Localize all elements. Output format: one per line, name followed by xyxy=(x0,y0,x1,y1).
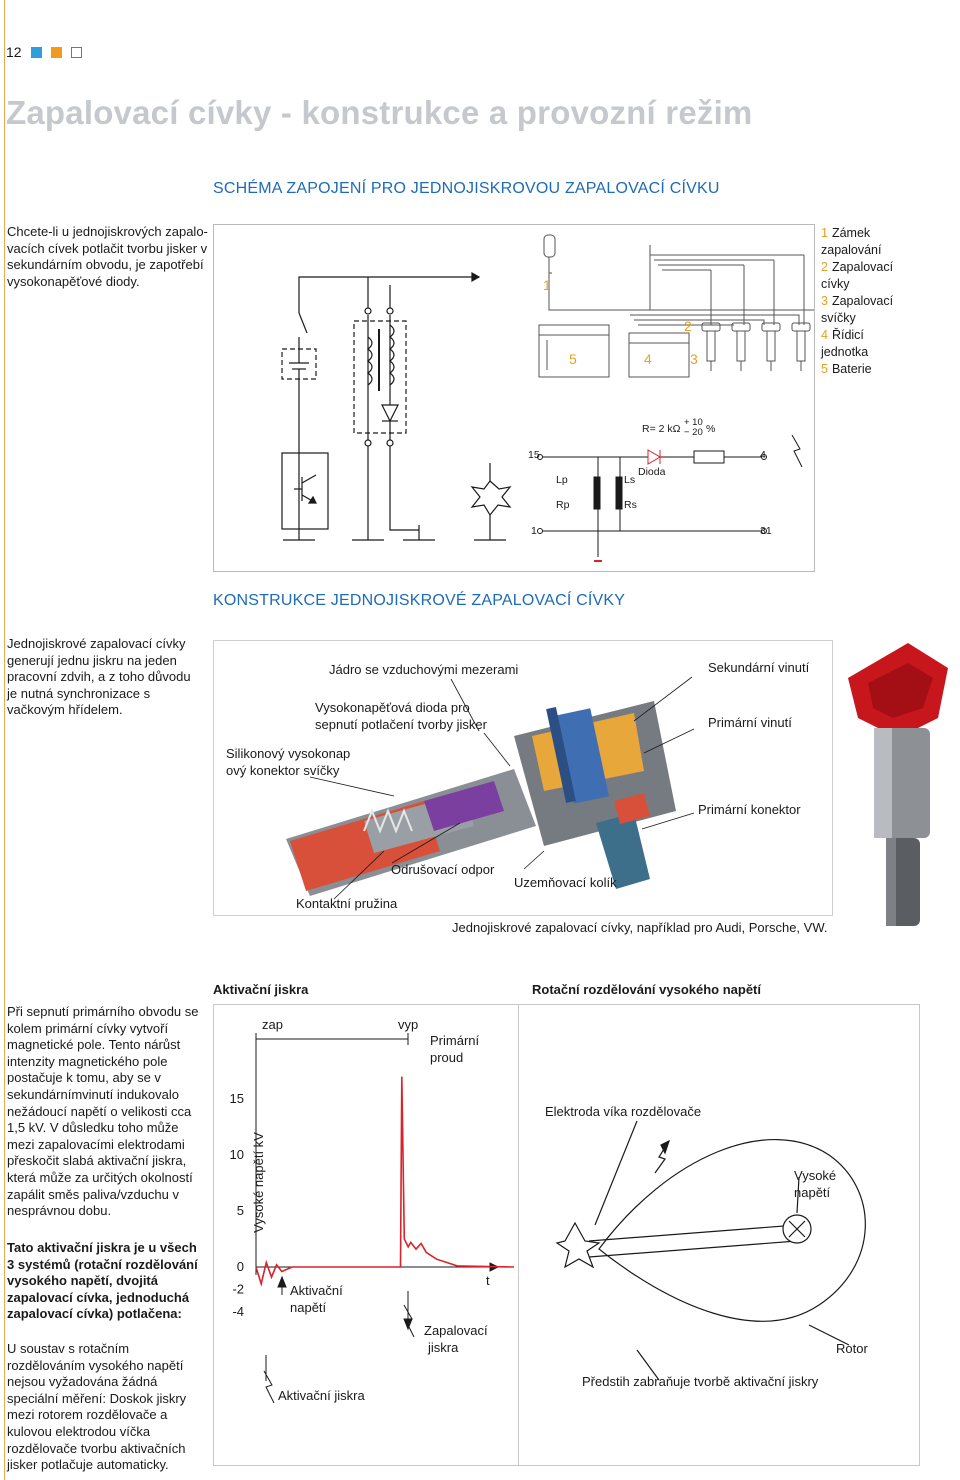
label-silikon-2: ový konektor svíčky xyxy=(226,763,340,778)
y-tick-label: -2 xyxy=(232,1281,244,1296)
chart-label-aktivacni-2: napětí xyxy=(290,1300,327,1315)
label-lp: Lp xyxy=(556,474,568,486)
y-tick-label: 15 xyxy=(230,1091,244,1106)
section1-text: Chcete-li u jednojiskrových zapalo- vací… xyxy=(7,224,208,289)
label-primarni: Primární vinutí xyxy=(708,715,792,730)
label-dioda-1: Vysokonapěťová dioda pro xyxy=(315,700,470,715)
y-tick-label: 0 xyxy=(237,1259,244,1274)
label-silikon-1: Silikonový vysokonap xyxy=(226,746,351,761)
section-heading-konstrukce: KONSTRUKCE JEDNOJISKROVÉ ZAPALOVACÍ CÍVK… xyxy=(213,592,626,609)
rotary-label-rotor: Rotor xyxy=(836,1341,868,1356)
label-pruzina: Kontaktní pružina xyxy=(296,896,398,911)
section2-text: Jednojiskrové zapalovací cívky generují … xyxy=(7,636,191,718)
label-odruseni: Odrušovací odpor xyxy=(391,862,495,877)
resistor-tol-minus: − 20 xyxy=(684,427,703,438)
label-dioda: Dioda xyxy=(638,466,666,478)
chart-label-zapalovaci-2: jiskra xyxy=(428,1340,459,1355)
terminal-1: 1 xyxy=(531,525,537,537)
chart-label-primarni-2: proud xyxy=(430,1050,464,1065)
chart-label-spark: Aktivační jiskra xyxy=(278,1388,365,1403)
spark-chart-svg: 15 10 5 0 -2 -4 xyxy=(230,1033,515,1404)
blue-square-icon xyxy=(31,47,42,58)
series-line xyxy=(255,1076,515,1287)
coil-caption: Jednojiskrové zapalovací cívky, napříkla… xyxy=(452,920,828,935)
diagram-number-5: 5 xyxy=(569,351,577,367)
label-rp: Rp xyxy=(556,499,570,511)
terminal-15: 15 xyxy=(528,449,540,461)
label-konektor: Primární konektor xyxy=(698,802,801,817)
chart-label-vyp: vyp xyxy=(398,1017,419,1032)
chart-label-zapalovaci-1: Zapalovací xyxy=(424,1323,488,1338)
rotary-heading: Rotační rozdělování vysokého napětí xyxy=(532,982,761,997)
coil-cutaway-svg xyxy=(286,676,695,900)
label-rs: Rs xyxy=(624,499,637,511)
diagram-number-3: 3 xyxy=(690,351,698,367)
label-ls: Ls xyxy=(624,474,636,486)
rotary-label-vysoke-1: Vysoké xyxy=(794,1168,837,1183)
rotary-label-elektroda: Elektroda víka rozdělovače xyxy=(545,1104,702,1119)
label-sekundarni: Sekundární vinutí xyxy=(708,660,810,675)
rotary-distribution-figure: Elektroda víka rozdělovače Vysoké napětí… xyxy=(518,1004,920,1466)
wiring-diagram-svg xyxy=(281,234,814,562)
page-number: 12 xyxy=(6,44,22,60)
rotary-label-predstih: Předstih zabraňuje tvorbě aktivační jisk… xyxy=(582,1374,819,1389)
resistor-tol-unit: % xyxy=(706,423,716,435)
chart-ylabel: Vysoké napětí kV xyxy=(250,1132,266,1233)
page-title: Zapalovací cívky - konstrukce a provozní… xyxy=(6,94,753,131)
activation-spark-chart: 15 10 5 0 -2 -4 zap vyp Primární proud Vysoké… xyxy=(213,1004,520,1466)
rotary-label-vysoke-2: napětí xyxy=(794,1185,831,1200)
section3-end-text: U soustav s rotačním rozdělováním vysoké… xyxy=(7,1341,187,1473)
chart-xlabel: t xyxy=(486,1273,490,1288)
section3-text: Při sepnutí primárního obvodu se kolem p… xyxy=(7,1004,199,1219)
chart-label-zap: zap xyxy=(262,1017,283,1032)
resistor-tol-plus: + 10 xyxy=(684,417,703,428)
terminal-31: 31 xyxy=(760,525,772,537)
resistor-label: R= 2 kΩ xyxy=(642,423,681,435)
diagram-number-1: 1 xyxy=(543,277,551,293)
label-dioda-2: sepnutí potlačení tvorby jisker xyxy=(315,717,487,732)
y-tick-label: 5 xyxy=(237,1203,244,1218)
chart-label-aktivacni-1: Aktivační xyxy=(290,1283,343,1298)
diagram-number-4: 4 xyxy=(644,351,652,367)
label-uzemneni: Uzemňovací kolík xyxy=(514,875,617,890)
y-tick-label: 10 xyxy=(230,1147,244,1162)
empty-square-icon xyxy=(71,47,82,58)
section3-bold-text: Tato aktivační jiskra je u všech 3 systé… xyxy=(7,1240,198,1322)
rotary-svg xyxy=(555,1120,866,1381)
label-jadro: Jádro se vzduchovými mezerami xyxy=(329,662,519,677)
diagram-number-2: 2 xyxy=(684,318,692,334)
section-heading-schema: SCHÉMA ZAPOJENÍ PRO JEDNOJISKROVOU ZAPAL… xyxy=(213,180,720,197)
y-tick-label: -4 xyxy=(232,1304,244,1319)
chart-heading: Aktivační jiskra xyxy=(213,982,309,997)
chart-label-primarni-1: Primární xyxy=(430,1033,480,1048)
coil-cutaway-figure: Jádro se vzduchovými mezerami Vysokonapě… xyxy=(213,640,833,916)
terminal-4: 4 xyxy=(760,449,766,461)
orange-square-icon xyxy=(51,47,62,58)
coil-photo xyxy=(848,643,948,926)
page-margin-rule xyxy=(4,0,5,1480)
